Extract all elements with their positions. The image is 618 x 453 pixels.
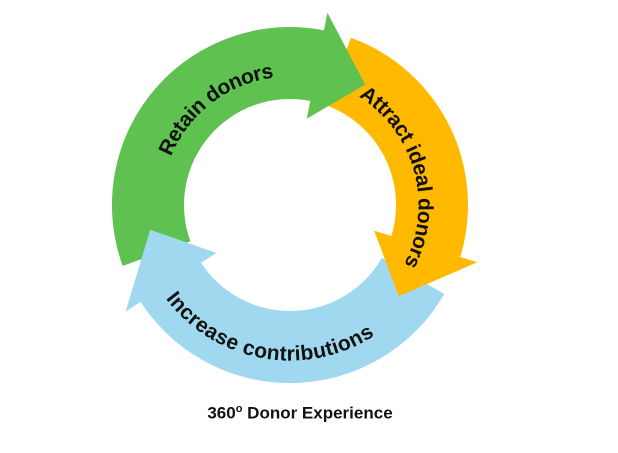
diagram-caption: 360o Donor Experience xyxy=(0,403,600,424)
caption-degree: o xyxy=(235,403,243,415)
stage-arrow-head-0 xyxy=(306,12,366,119)
stage-arrow-body-1 xyxy=(326,37,469,261)
caption-number: 360 xyxy=(207,403,236,423)
caption-text: Donor Experience xyxy=(242,403,393,423)
stage-arrow-body-2 xyxy=(139,258,445,384)
stage-arrow-body-0 xyxy=(111,27,327,266)
stage-arrow-head-2 xyxy=(125,229,217,312)
stage-arrow-head-1 xyxy=(374,230,478,297)
